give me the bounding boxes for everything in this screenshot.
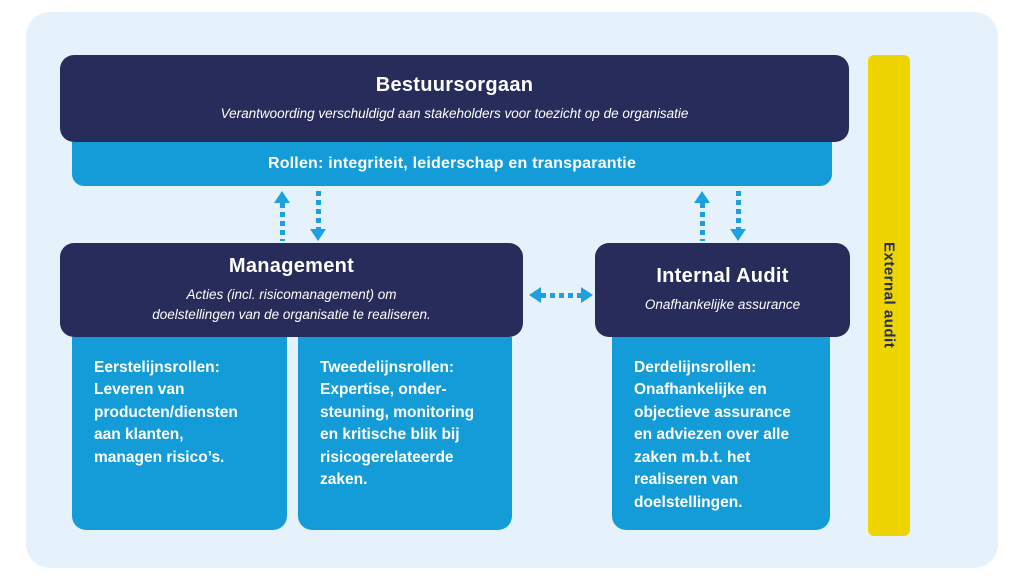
- first-line-roles-box: Eerstelijnsrollen: Leveren van producten…: [72, 337, 287, 530]
- management-subtitle: Acties (incl. risicomanagement) om doels…: [152, 287, 431, 322]
- arrow-board-to-internal-audit: [729, 191, 747, 241]
- three-lines-model-diagram: Rollen: integriteit, leiderschap en tran…: [26, 12, 998, 568]
- arrow-down-icon: [310, 229, 326, 241]
- arrow-up-icon: [274, 191, 290, 203]
- third-line-roles-box: Derdelijnsrollen: Onafhankelijke en obje…: [612, 337, 830, 530]
- dotted-line: [735, 191, 741, 229]
- dotted-line: [315, 191, 321, 229]
- second-line-roles-box: Tweedelijnsrollen: Expertise, onder- ste…: [298, 337, 512, 530]
- governing-body-subtitle: Verantwoording verschuldigd aan stakehol…: [220, 105, 689, 121]
- third-line-body: Onafhankelijke en objectieve assurance e…: [634, 381, 791, 511]
- management-box: Management Acties (incl. risicomanagemen…: [60, 243, 523, 337]
- governing-body-box: Bestuursorgaan Verantwoording verschuldi…: [60, 55, 849, 142]
- second-line-body: Expertise, onder- steuning, monitoring e…: [320, 381, 475, 489]
- arrow-right-icon: [581, 287, 593, 303]
- third-line-heading: Derdelijnsrollen:: [634, 359, 757, 376]
- arrow-left-icon: [529, 287, 541, 303]
- dotted-line: [699, 203, 705, 241]
- external-audit-bar: External audit: [868, 55, 910, 536]
- roles-bar-label: Rollen: integriteit, leiderschap en tran…: [267, 155, 637, 172]
- internal-audit-subtitle: Onafhankelijke assurance: [644, 297, 801, 313]
- roles-bar: Rollen: integriteit, leiderschap en tran…: [72, 142, 832, 186]
- first-line-heading: Eerstelijnsrollen:: [94, 359, 220, 376]
- arrow-internal-audit-to-board: [693, 191, 711, 241]
- arrow-up-icon: [694, 191, 710, 203]
- arrow-management-internal-audit: [529, 287, 593, 303]
- first-line-body: Leveren van producten/diensten aan klant…: [94, 381, 238, 466]
- arrow-board-to-management: [309, 191, 327, 241]
- arrow-management-to-board: [273, 191, 291, 241]
- dotted-line: [541, 292, 581, 298]
- internal-audit-box: Internal Audit Onafhankelijke assurance: [595, 243, 850, 337]
- arrow-down-icon: [730, 229, 746, 241]
- governing-body-title: Bestuursorgaan: [375, 73, 534, 96]
- management-title: Management: [228, 255, 355, 278]
- external-audit-label: External audit: [880, 242, 898, 349]
- dotted-line: [279, 203, 285, 241]
- second-line-heading: Tweedelijnsrollen:: [320, 359, 455, 376]
- internal-audit-title: Internal Audit: [656, 265, 789, 288]
